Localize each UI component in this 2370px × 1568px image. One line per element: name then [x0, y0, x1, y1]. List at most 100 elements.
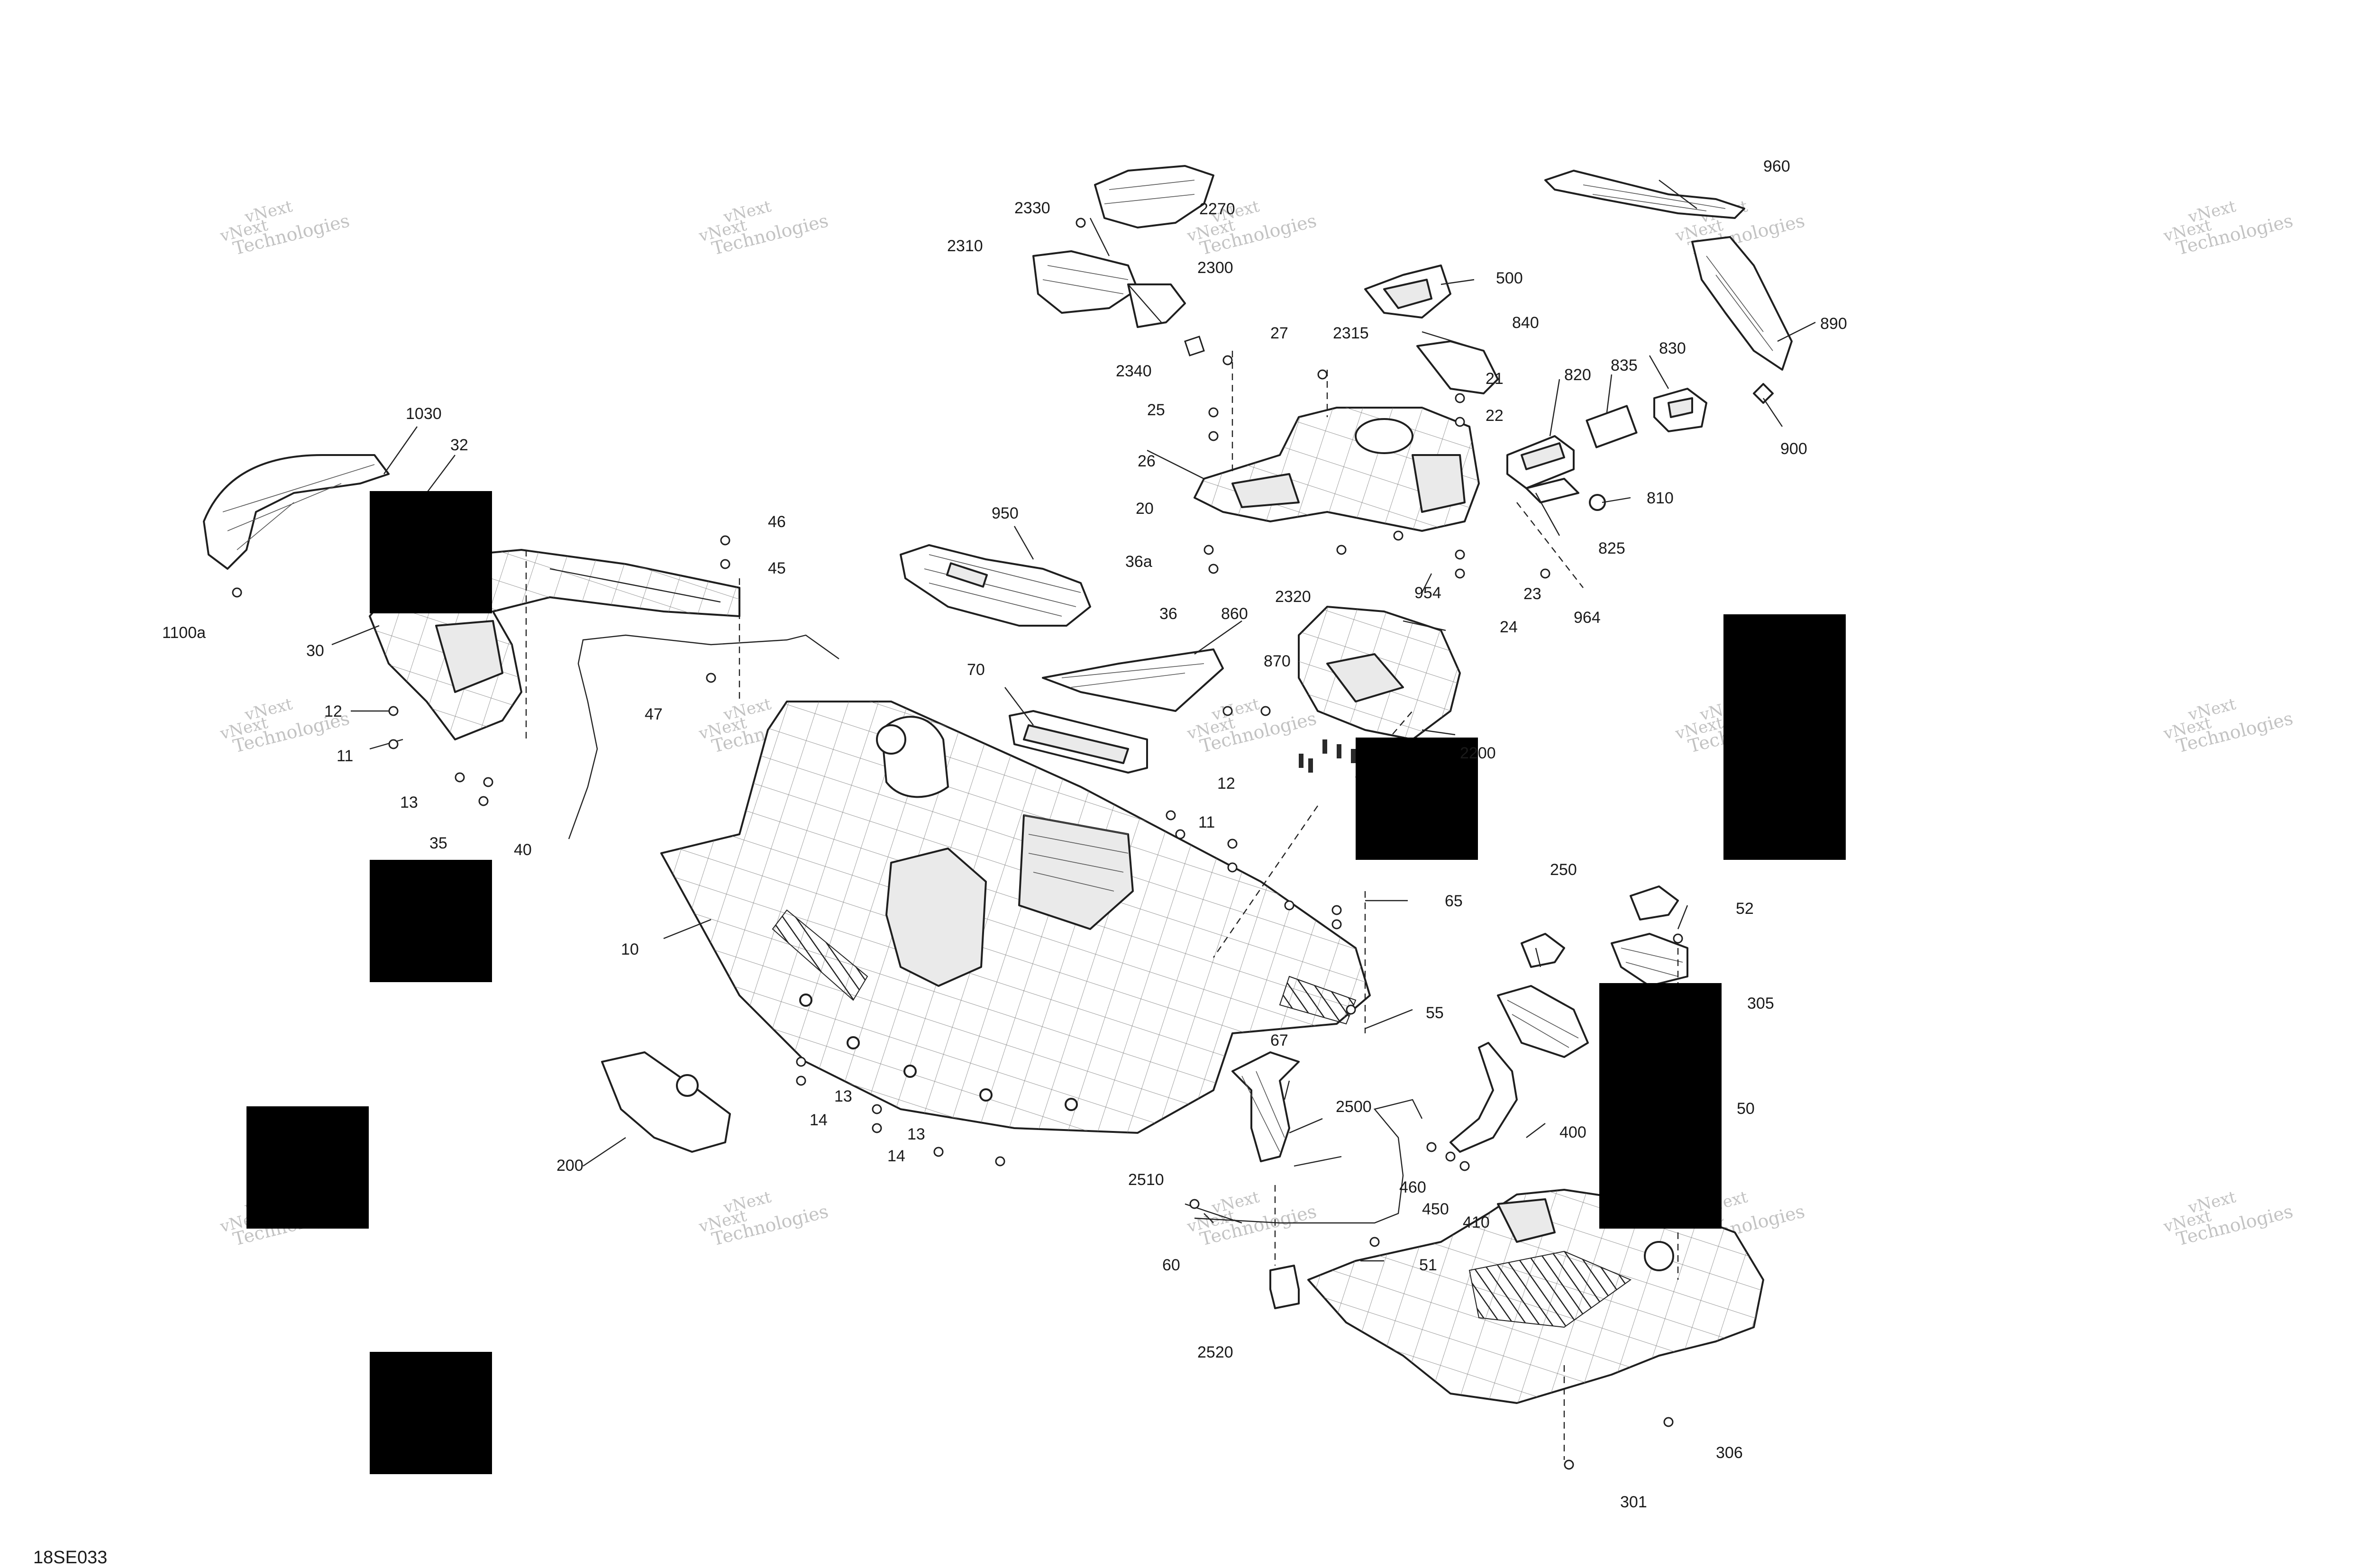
part-2340-screw — [1184, 336, 1205, 356]
callout-410: 410 — [1463, 1213, 1490, 1231]
callout-2340: 2340 — [1116, 362, 1152, 380]
callout-26: 26 — [1138, 452, 1156, 470]
figure-id: 18SE033 — [33, 1548, 107, 1568]
watermark: vNext vNext Technologies — [1185, 694, 1319, 757]
part-825-trim — [1525, 478, 1579, 503]
part-2200-console — [1298, 606, 1461, 740]
callout-306: 306 — [1716, 1444, 1743, 1462]
callout-27: 27 — [1270, 324, 1288, 342]
callout-2270: 2270 — [1199, 200, 1235, 218]
leader-lines — [331, 180, 1816, 1262]
callout-2330: 2330 — [1014, 199, 1050, 217]
watermark: vNext vNext Technologies — [218, 694, 352, 757]
callout-36a: 36a — [1125, 553, 1152, 571]
callout-52: 52 — [1736, 900, 1754, 918]
part-10-deck — [660, 701, 1371, 1134]
callout-25: 25 — [1147, 401, 1165, 419]
part-830-gauge — [1653, 388, 1707, 432]
part-2510-step-bracket — [1231, 1051, 1300, 1162]
callout-835: 835 — [1611, 356, 1638, 374]
callout-250: 250 — [1550, 861, 1577, 879]
callout-23: 23 — [1523, 585, 1541, 603]
callout-10: 10 — [621, 940, 639, 958]
watermark: vNext vNext Technologies — [218, 197, 352, 259]
callout-51: 51 — [1419, 1256, 1437, 1274]
callout-55: 55 — [1426, 1004, 1444, 1022]
part-40-cable — [568, 634, 839, 839]
watermark: vNext vNext Technologies — [2161, 197, 2295, 259]
part-70-storage-tray — [1009, 710, 1148, 774]
callout-13: 13 — [400, 793, 418, 811]
part-500-cover — [1364, 264, 1451, 319]
part-860-storage-lid — [1042, 648, 1224, 712]
watermark: vNext vNext Technologies — [697, 1187, 830, 1249]
callout-820: 820 — [1564, 366, 1591, 384]
callout-860: 860 — [1221, 605, 1248, 623]
redaction-block — [1599, 983, 1722, 1229]
callout-70: 70 — [967, 661, 985, 679]
redaction-block — [246, 1106, 369, 1229]
watermark: vNext vNext Technologies — [2161, 694, 2295, 757]
part-2520-bumper — [1269, 1265, 1300, 1309]
part-835-gasket — [1586, 405, 1638, 448]
callout-11: 11 — [337, 747, 353, 765]
redaction-block — [370, 860, 492, 982]
callout-450: 450 — [1422, 1200, 1449, 1218]
callout-964: 964 — [1574, 609, 1601, 627]
callout-1030: 1030 — [406, 405, 442, 423]
callout-870: 870 — [1264, 652, 1291, 670]
callout-21: 21 — [1486, 370, 1504, 388]
part-52-plate — [1611, 933, 1688, 987]
watermark: vNext vNext Technologies — [1185, 1187, 1319, 1249]
callout-65: 65 — [1445, 892, 1463, 910]
part-250-cleat — [1521, 885, 1679, 968]
callout-36: 36 — [1159, 605, 1177, 623]
part-305-plate — [1497, 985, 1589, 1058]
callout-40: 40 — [514, 841, 532, 859]
redaction-block — [370, 1352, 492, 1474]
callout-45: 45 — [768, 559, 786, 577]
parts — [203, 165, 1793, 1404]
callout-67: 67 — [1270, 1031, 1288, 1049]
part-890-grip — [1691, 236, 1793, 371]
callout-960: 960 — [1763, 157, 1790, 175]
callout-24: 24 — [1500, 618, 1518, 636]
callout-14: 14 — [810, 1111, 828, 1129]
part-400-handle — [1449, 1042, 1518, 1153]
callout-2310: 2310 — [947, 237, 983, 255]
part-960-arm — [1544, 170, 1745, 219]
redaction-block — [370, 491, 492, 613]
watermark: vNext vNext Technologies — [2161, 1187, 2295, 1249]
callout-2500: 2500 — [1336, 1098, 1372, 1116]
part-2310-housing — [1032, 250, 1139, 314]
callout-2320: 2320 — [1275, 588, 1311, 606]
callout-50: 50 — [1737, 1100, 1755, 1118]
callout-12: 12 — [1217, 775, 1235, 793]
part-50-rear-deck — [1307, 1189, 1764, 1404]
callout-12: 12 — [324, 702, 342, 720]
callout-301: 301 — [1620, 1493, 1647, 1511]
callout-2315: 2315 — [1333, 324, 1369, 342]
callout-32: 32 — [450, 436, 468, 454]
callout-890: 890 — [1820, 315, 1847, 333]
part-840-panel — [1416, 340, 1499, 394]
part-1030-bow-cap — [203, 454, 390, 570]
callout-305: 305 — [1747, 994, 1774, 1012]
part-20-steering-support — [1194, 407, 1480, 532]
callout-13: 13 — [907, 1125, 925, 1143]
callout-460: 460 — [1399, 1178, 1426, 1196]
callout-810: 810 — [1647, 489, 1674, 507]
callout-950: 950 — [992, 504, 1019, 522]
part-820-display — [1506, 435, 1575, 489]
part-2270-cover — [1094, 165, 1214, 228]
fasteners — [232, 218, 1683, 1470]
part-2500-tube — [1194, 1099, 1423, 1224]
callout-2510: 2510 — [1128, 1171, 1164, 1189]
callout-400: 400 — [1559, 1123, 1586, 1141]
callout-954: 954 — [1414, 584, 1441, 602]
callout-830: 830 — [1659, 339, 1686, 357]
callout-2520: 2520 — [1197, 1343, 1233, 1361]
part-200-side-panel — [601, 1051, 731, 1153]
callout-47: 47 — [645, 705, 663, 723]
callout-200: 200 — [556, 1157, 583, 1175]
